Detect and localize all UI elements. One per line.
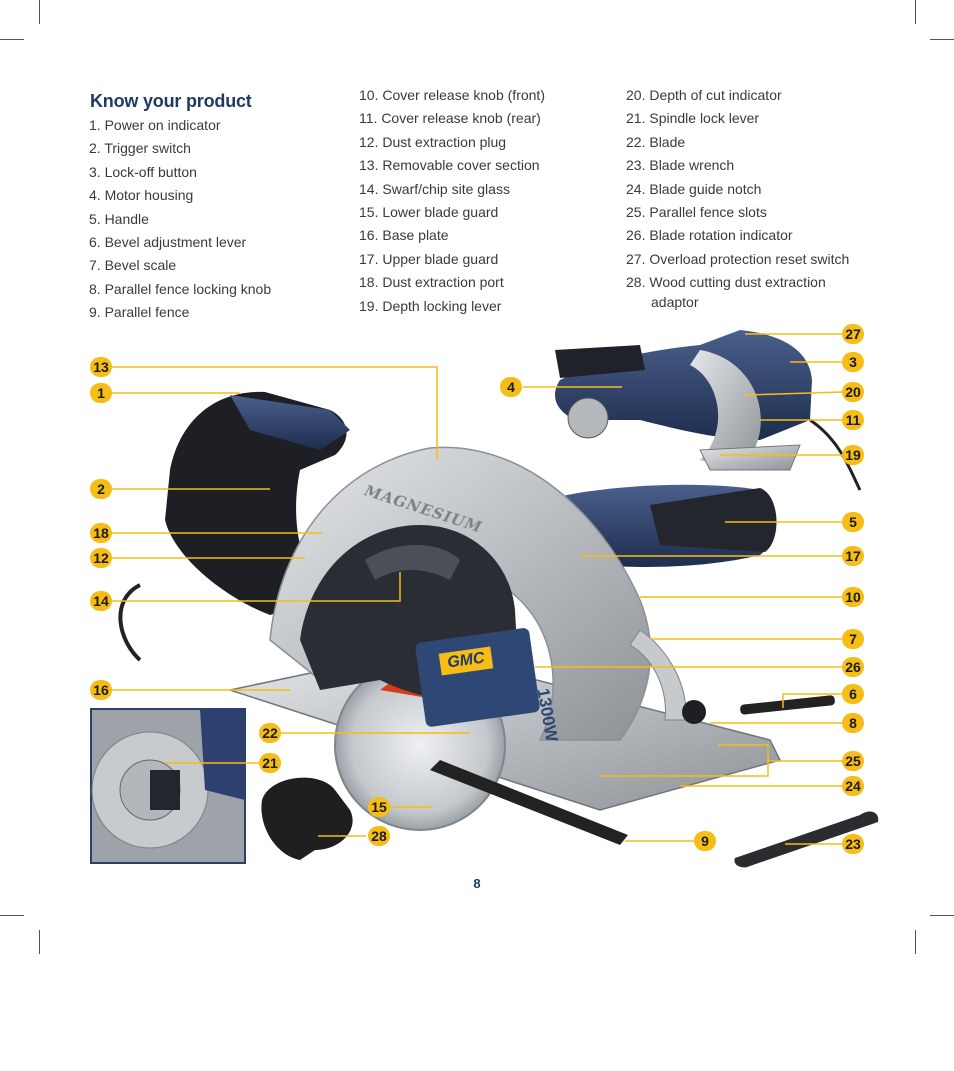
parallel-fence	[430, 760, 628, 845]
part-item: 6. Bevel adjustment lever	[89, 234, 247, 251]
bevel-lever	[740, 695, 835, 715]
callout-badge: 18	[90, 523, 112, 543]
leader-14	[112, 572, 401, 602]
part-item: 3. Lock-off button	[89, 163, 197, 180]
crop-mark	[930, 915, 954, 916]
callout-badge: 22	[259, 723, 281, 743]
callout-badge: 25	[842, 751, 864, 771]
part-item: 7. Bevel scale	[89, 257, 177, 274]
callout-badge: 14	[90, 591, 112, 611]
crop-mark	[915, 0, 916, 24]
leader-lines	[112, 333, 843, 845]
blade-wrench	[734, 811, 879, 868]
callout-badge: 7	[842, 629, 864, 649]
parts-list-column-2: 10. Cover release knob (front) 11. Cover…	[359, 84, 545, 318]
crop-mark	[0, 39, 24, 40]
part-item: 25. Parallel fence slots	[626, 204, 767, 221]
callout-badge: 17	[842, 546, 864, 566]
crop-mark	[39, 930, 40, 954]
part-item-28-line2: adaptor	[651, 293, 699, 310]
crop-mark	[930, 39, 954, 40]
crop-mark	[0, 915, 24, 916]
part-item: 12. Dust extraction plug	[359, 133, 507, 150]
part-item: 2. Trigger switch	[89, 140, 191, 157]
part-item: 18. Dust extraction port	[359, 274, 504, 291]
crop-mark	[915, 930, 916, 954]
part-item: 5. Handle	[89, 210, 149, 227]
part-item: 21. Spindle lock lever	[626, 110, 760, 127]
callout-badge: 6	[842, 684, 864, 704]
callout-badge: 11	[842, 410, 864, 430]
part-item: 23. Blade wrench	[626, 157, 735, 174]
leader-25	[600, 744, 842, 777]
callout-badge: 2	[90, 479, 112, 499]
part-item: 22. Blade	[626, 133, 686, 150]
part-item: 14. Swarf/chip site glass	[359, 180, 510, 197]
callout-badge: 15	[368, 797, 390, 817]
part-item: 1. Power on indicator	[89, 117, 221, 133]
callout-badge: 19	[842, 445, 864, 465]
site-glass	[365, 545, 460, 580]
part-item: 19. Depth locking lever	[359, 297, 502, 314]
parts-list-column-1: 1. Power on indicator 2. Trigger switch …	[89, 114, 271, 325]
callout-badge: 16	[90, 680, 112, 700]
part-item: 10. Cover release knob (front)	[359, 87, 545, 103]
crop-mark	[39, 0, 40, 24]
callout-badge: 10	[842, 587, 864, 607]
callout-badge: 12	[90, 548, 112, 568]
callout-badge: 27	[842, 324, 864, 344]
bevel-scale	[629, 629, 687, 721]
part-item: 13. Removable cover section	[359, 157, 540, 174]
callout-badge: 8	[842, 713, 864, 733]
page-number: 8	[473, 876, 481, 891]
part-item: 9. Parallel fence	[89, 304, 190, 321]
part-item-28: 28. Wood cutting dust extraction adaptor	[626, 271, 849, 308]
callout-badge: 23	[842, 834, 864, 854]
callout-badge: 20	[842, 382, 864, 402]
fence-locking-knob	[682, 700, 706, 724]
callout-badge: 5	[842, 512, 864, 532]
leader-13	[112, 366, 438, 460]
part-item: 16. Base plate	[359, 227, 449, 244]
part-item: 27. Overload protection reset switch	[626, 250, 850, 267]
leader-6	[782, 693, 842, 708]
callout-badge: 26	[842, 657, 864, 677]
part-item: 26. Blade rotation indicator	[626, 227, 793, 244]
section-heading: Know your product	[90, 91, 252, 111]
part-item: 8. Parallel fence locking knob	[89, 280, 272, 297]
part-item: 11. Cover release knob (rear)	[359, 110, 541, 127]
brand-plate	[415, 628, 540, 727]
part-item: 4. Motor housing	[89, 187, 194, 204]
power-cable	[118, 583, 142, 662]
callout-badge: 28	[368, 826, 390, 846]
part-item: 24. Blade guide notch	[626, 180, 762, 197]
dust-adaptor	[261, 777, 353, 860]
callout-badge: 1	[90, 383, 112, 403]
callout-badge: 21	[259, 753, 281, 773]
part-item: 17. Upper blade guard	[359, 250, 499, 267]
leader-20	[744, 391, 843, 396]
callout-badge: 4	[500, 377, 522, 397]
parts-list-column-3: 20. Depth of cut indicator 21. Spindle l…	[626, 84, 849, 309]
part-item-28-line1: 28. Wood cutting dust extraction	[626, 274, 826, 291]
callout-badge: 13	[90, 357, 112, 377]
callout-badge: 3	[842, 352, 864, 372]
part-item: 20. Depth of cut indicator	[626, 87, 782, 103]
part-item: 15. Lower blade guard	[359, 204, 499, 221]
handle-grip	[650, 488, 777, 552]
callout-badge: 9	[694, 831, 716, 851]
callout-badge: 24	[842, 776, 864, 796]
